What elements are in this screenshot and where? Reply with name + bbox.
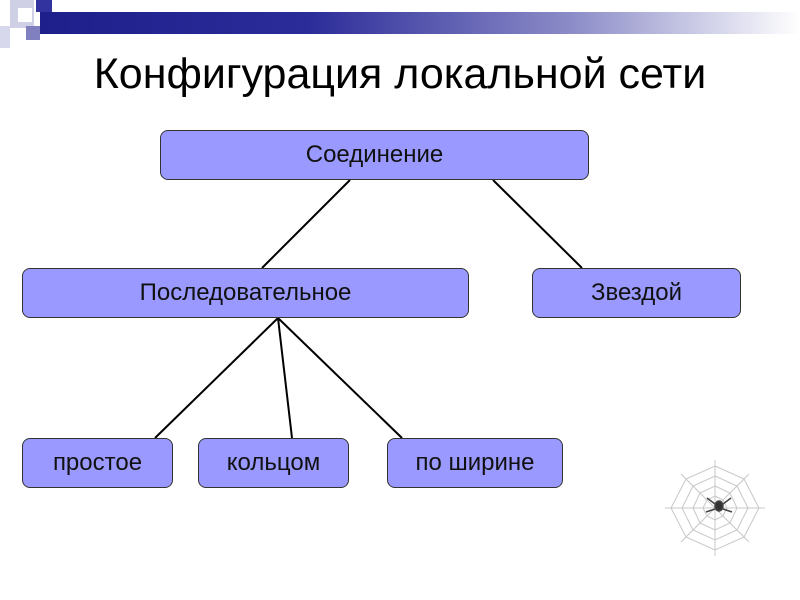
connector-seq-simple [154, 317, 279, 439]
node-ring: кольцом [198, 438, 349, 488]
connector-root-star [492, 179, 583, 269]
node-simple: простое [22, 438, 173, 488]
connector-seq-ring [277, 317, 293, 439]
decor-square [26, 26, 40, 40]
node-by-width: по ширине [387, 438, 563, 488]
decor-square [36, 0, 52, 12]
spider-web-icon [665, 460, 765, 556]
page-title: Конфигурация локальной сети [93, 50, 707, 98]
connector-seq-width [277, 317, 403, 439]
header-gradient-bar [40, 12, 800, 34]
decor-square [0, 26, 10, 48]
connector-root-sequential [261, 179, 351, 269]
decor-square [18, 8, 32, 22]
node-sequential: Последовательное [22, 268, 469, 318]
corner-decoration [0, 0, 70, 50]
node-connection: Соединение [160, 130, 589, 180]
node-star: Звездой [532, 268, 741, 318]
